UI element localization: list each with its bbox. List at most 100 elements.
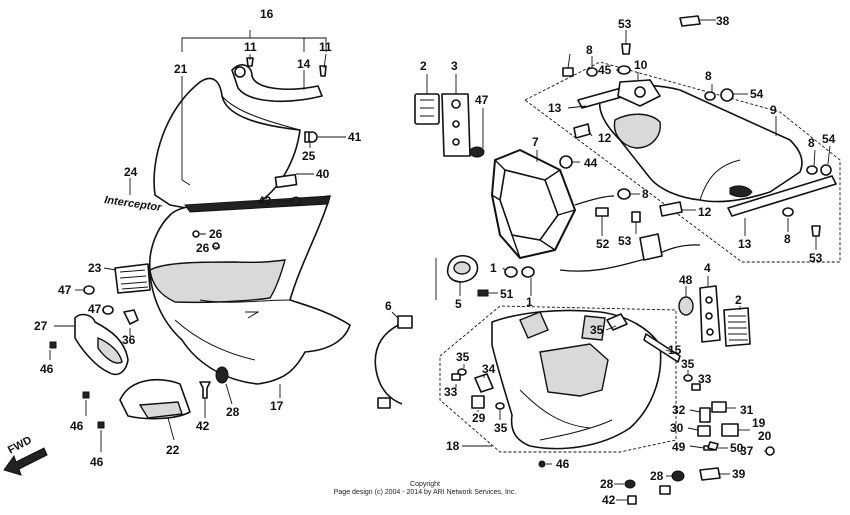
- clip-11b: [319, 65, 327, 77]
- grommet-8a: [586, 67, 598, 77]
- clip-35b: [495, 402, 505, 410]
- plate-31: [711, 401, 727, 413]
- callout-16: 16: [260, 7, 274, 21]
- callout-35-top: 35: [590, 323, 604, 337]
- bolt-53-top: [621, 43, 631, 55]
- grommet-28-right: [671, 470, 685, 482]
- callout-53-mid: 53: [618, 234, 632, 248]
- grommet-43: [290, 196, 302, 206]
- callout-47c: 47: [475, 93, 489, 107]
- callout-35b: 35: [494, 421, 508, 435]
- callout-9: 9: [770, 103, 777, 117]
- bolt-52: [595, 207, 609, 217]
- callouts: 16 11 14 11 21 41 25 40 24 43 26 26 23 4…: [34, 7, 836, 507]
- callout-47b: 47: [88, 302, 102, 316]
- nut-47a: [83, 285, 95, 295]
- clip-50: [707, 441, 719, 451]
- grommet-28-bottom: [624, 479, 636, 489]
- callout-50: 50: [730, 441, 744, 455]
- callout-6: 6: [385, 299, 392, 313]
- bolt-53-right: [811, 225, 821, 237]
- callout-20: 20: [758, 429, 772, 443]
- callout-15: 15: [668, 343, 682, 357]
- bolt-37: [765, 446, 775, 456]
- callout-39: 39: [732, 467, 746, 481]
- screw-46a: [49, 341, 57, 349]
- footer-credit: Page design (c) 2004 - 2014 by ARI Netwo…: [333, 489, 517, 496]
- interceptor-decal: Interceptor: [104, 194, 163, 214]
- callout-28-right: 28: [650, 469, 664, 483]
- bolt-42: [199, 381, 211, 399]
- callout-8b: 8: [705, 69, 712, 83]
- wiring-assembly: [374, 93, 701, 409]
- callout-25: 25: [302, 149, 316, 163]
- callout-41: 41: [348, 130, 362, 144]
- callout-51: 51: [500, 287, 514, 301]
- label-38: [679, 15, 701, 27]
- callout-48: 48: [679, 273, 693, 287]
- screw-33a: [451, 373, 461, 381]
- callout-8c: 8: [808, 136, 815, 150]
- bolt-53-left: [562, 67, 574, 77]
- leader-lines: [49, 19, 831, 501]
- callout-13b: 13: [738, 237, 752, 251]
- lower-cowl-assembly: [439, 285, 775, 505]
- bracket-29: [471, 395, 485, 409]
- screw-33b: [691, 383, 701, 391]
- callout-26b: 26: [196, 241, 210, 255]
- callout-17: 17: [270, 399, 284, 413]
- callout-42-bottom: 42: [602, 493, 616, 507]
- trim-13b: [727, 175, 837, 217]
- callout-8a: 8: [586, 43, 593, 57]
- callout-52: 52: [596, 237, 610, 251]
- callout-22: 22: [166, 443, 180, 457]
- inner-panel-assembly: [524, 15, 841, 263]
- callout-35a: 35: [456, 350, 470, 364]
- callout-18: 18: [446, 439, 460, 453]
- callout-38: 38: [716, 14, 730, 28]
- callout-3: 3: [451, 59, 458, 73]
- callout-11a: 11: [244, 40, 257, 54]
- reflector-23: [114, 263, 151, 294]
- callout-27: 27: [34, 319, 48, 333]
- callout-43: 43: [258, 194, 272, 208]
- bracket-15: [643, 333, 681, 363]
- callout-30: 30: [670, 421, 684, 435]
- callout-49: 49: [672, 440, 686, 454]
- callout-37: 37: [740, 444, 754, 458]
- fwd-arrow-icon: [3, 447, 48, 476]
- callout-8d: 8: [784, 232, 791, 246]
- callout-4: 4: [704, 261, 711, 275]
- callout-46b: 46: [70, 419, 84, 433]
- grommet-47: [469, 146, 485, 158]
- callout-35c: 35: [681, 357, 695, 371]
- bolt-53-mid: [631, 211, 641, 223]
- callout-14: 14: [297, 57, 311, 71]
- callout-46c: 46: [90, 455, 104, 469]
- bracket-34: [474, 373, 494, 393]
- air-guide-22: [119, 378, 191, 420]
- callout-29: 29: [472, 411, 486, 425]
- callout-47a: 47: [58, 283, 72, 297]
- callout-31: 31: [740, 403, 754, 417]
- bolt-42-bottom: [627, 495, 637, 505]
- plate-12b: [659, 201, 683, 217]
- bracket-35-top: [606, 313, 628, 331]
- callout-46-bottom: 46: [556, 457, 570, 471]
- grommet-28: [215, 366, 229, 384]
- emblem-40: [274, 173, 298, 189]
- nut-1a: [504, 266, 518, 278]
- callout-45: 45: [598, 63, 612, 77]
- plate-19: [721, 423, 739, 437]
- grommet-8b: [704, 91, 716, 101]
- callout-12a: 12: [598, 131, 612, 145]
- callout-26a: 26: [209, 227, 223, 241]
- nut-47b: [102, 305, 114, 315]
- nut-44: [559, 155, 573, 169]
- nut-54a: [720, 88, 734, 102]
- group-bracket-16: [181, 30, 327, 52]
- callout-19: 19: [752, 416, 766, 430]
- headlight-opening: [149, 259, 286, 304]
- nut-54b: [820, 164, 832, 176]
